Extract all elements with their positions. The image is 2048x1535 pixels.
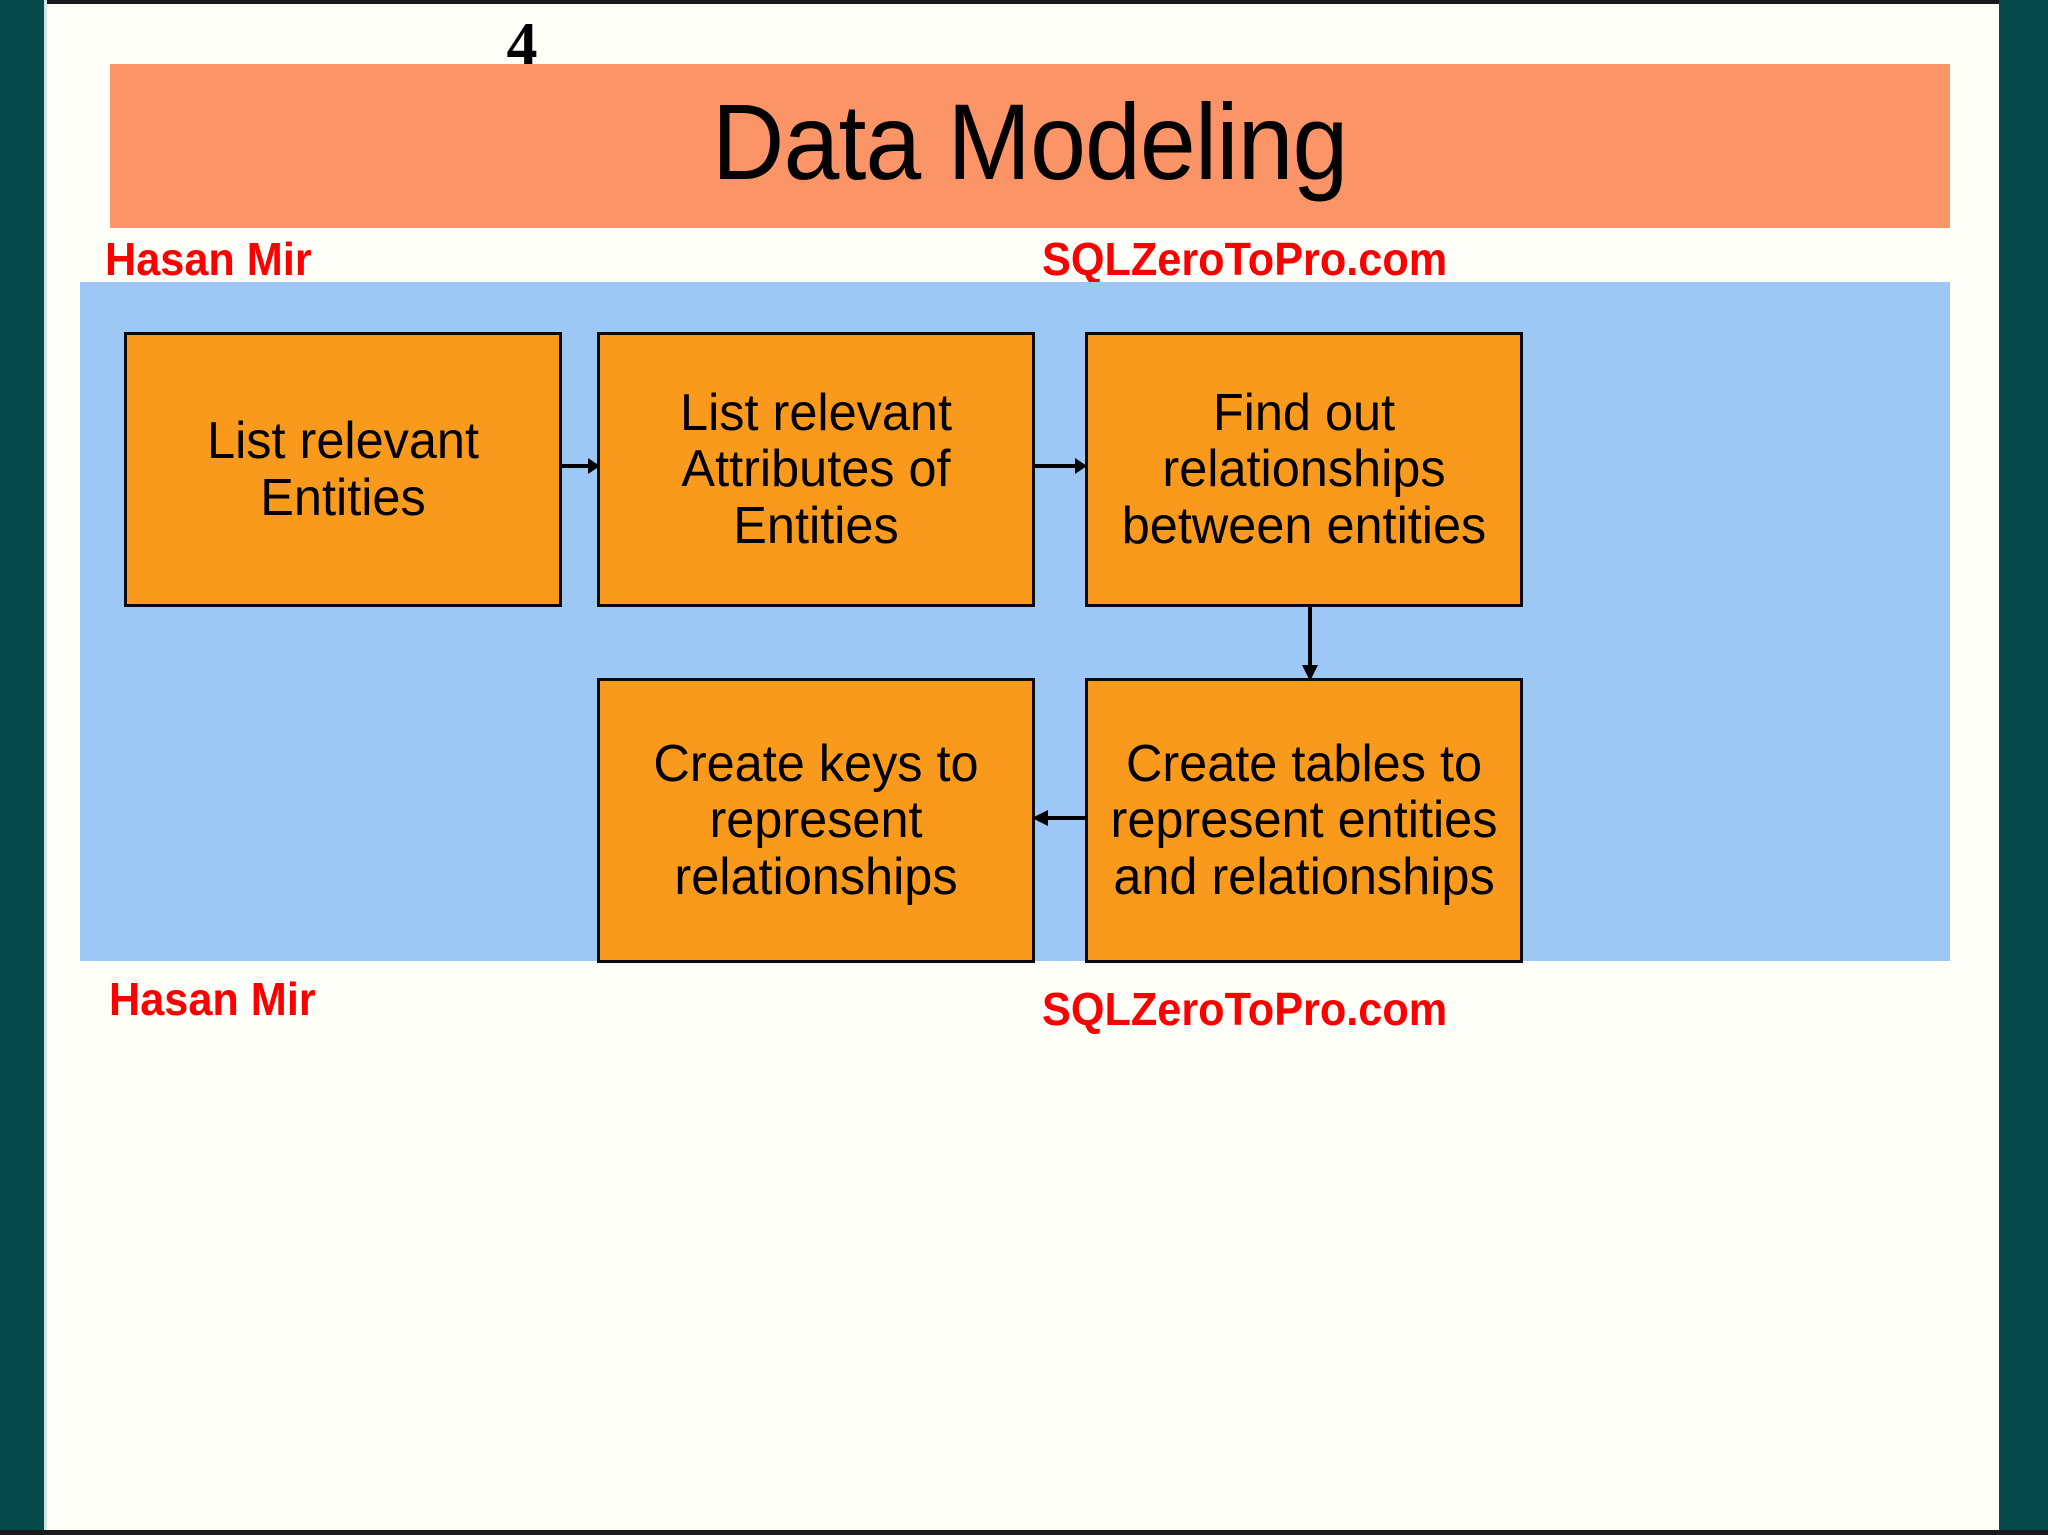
watermark-author-bottom: Hasan Mir — [109, 973, 316, 1025]
arrow-down-icon — [1298, 607, 1322, 681]
watermark-site-top: SQLZeroToPro.com — [1042, 233, 1448, 285]
process-box-tables[interactable]: Create tables to represent entities and … — [1085, 678, 1523, 963]
diagram-panel: List relevant Entities List relevant Att… — [80, 282, 1950, 963]
process-box-attributes[interactable]: List relevant Attributes of Entities — [597, 332, 1035, 607]
process-box-label: Find out relationships between entities — [1121, 384, 1487, 555]
top-rule — [0, 0, 2048, 4]
process-box-label: List relevant Attributes of Entities — [680, 384, 952, 555]
watermark-site-bottom: SQLZeroToPro.com — [1042, 983, 1448, 1035]
process-box-label: Create tables to represent entities and … — [1110, 735, 1498, 906]
right-frame-band — [1999, 0, 2048, 1535]
process-box-relationships[interactable]: Find out relationships between entities — [1085, 332, 1523, 607]
process-box-label: Create keys to represent relationships — [653, 735, 979, 906]
arrow-right-icon — [562, 454, 600, 478]
left-hairline — [44, 0, 47, 1535]
slide-canvas: 4 Data Modeling Hasan Mir SQLZeroToPro.c… — [47, 4, 1999, 1530]
arrow-right-icon — [1035, 454, 1087, 478]
title-banner: Data Modeling — [110, 64, 1950, 228]
left-frame-band — [0, 0, 44, 1535]
arrow-left-icon — [1032, 806, 1088, 830]
process-box-entities[interactable]: List relevant Entities — [124, 332, 562, 607]
process-box-keys[interactable]: Create keys to represent relationships — [597, 678, 1035, 963]
page-title: Data Modeling — [712, 81, 1349, 202]
watermark-author-top: Hasan Mir — [105, 233, 312, 285]
process-box-label: List relevant Entities — [207, 412, 479, 527]
bottom-rule — [0, 1530, 2048, 1535]
